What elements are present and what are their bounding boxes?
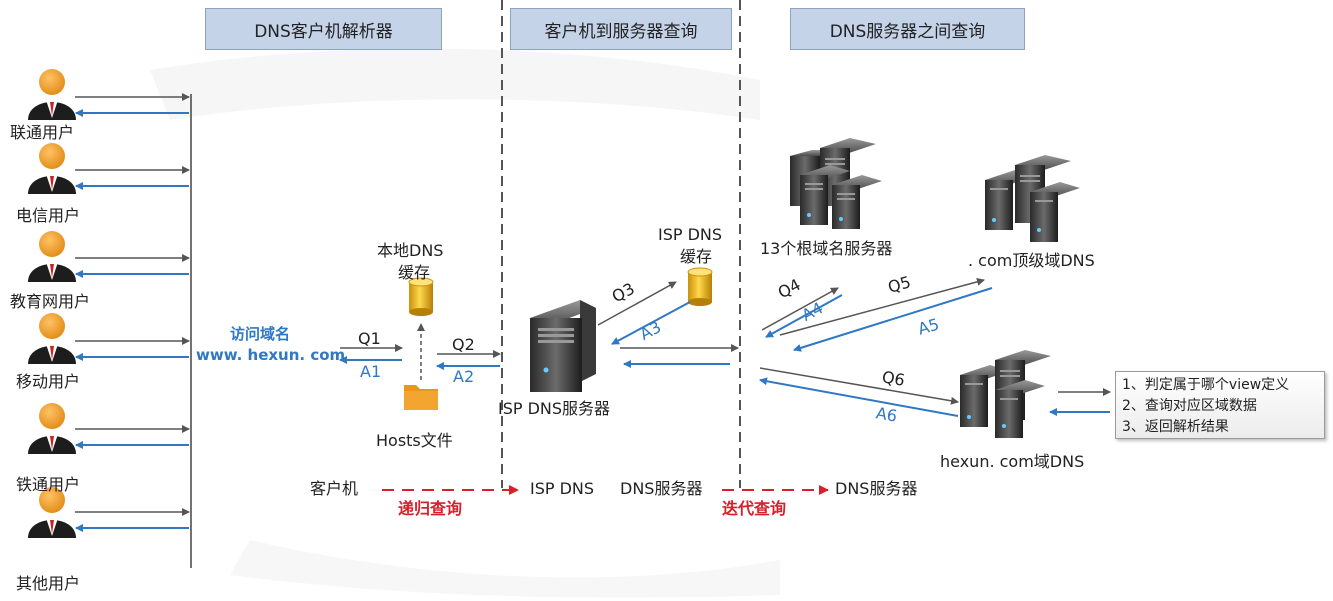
- q3-arrow: [597, 281, 677, 326]
- root-servers-label: 13个根域名服务器: [760, 239, 893, 258]
- resolution-steps-box: 1、判定属于哪个view定义 2、查询对应区域数据 3、返回解析结果: [1115, 371, 1325, 439]
- hosts-folder-icon: [404, 385, 438, 410]
- user-label: 其他用户: [16, 574, 81, 593]
- user-label: 移动用户: [16, 372, 81, 391]
- hexun-servers-icon: [960, 350, 1051, 438]
- local-cache-label-2: 缓存: [398, 263, 431, 282]
- user-label: 铁通用户: [16, 475, 81, 494]
- recursive-query-label: 递归查询: [398, 499, 463, 518]
- isp-dns-server-icon: [530, 300, 596, 392]
- a3-arrow: [611, 301, 691, 345]
- step-item: 1、判定属于哪个view定义: [1122, 377, 1290, 393]
- bottom-dns-server-label-2: DNS服务器: [835, 479, 918, 498]
- a6-arrow: [759, 377, 959, 417]
- tld-servers-icon: [985, 155, 1080, 242]
- tld-dns-label: . com顶级域DNS: [968, 251, 1095, 270]
- user-arrows: [75, 93, 190, 532]
- header-client-resolver: DNS客户机解析器: [205, 8, 442, 50]
- background-swoosh: [150, 48, 780, 598]
- hexun-dns-label: hexun. com域DNS: [940, 452, 1085, 471]
- hosts-file-label: Hosts文件: [376, 431, 453, 450]
- a4-arrow: [765, 294, 843, 338]
- q4-arrow: [761, 287, 839, 331]
- step-item: 2、查询对应区域数据: [1122, 398, 1257, 414]
- iterative-query-label: 迭代查询: [722, 499, 787, 518]
- user-label: 联通用户: [10, 123, 75, 142]
- isp-dns-server-label: ISP DNS服务器: [498, 399, 611, 418]
- local-cache-icon: [408, 277, 434, 316]
- access-domain-label: 访问域名: [230, 325, 291, 343]
- q6-label: Q6: [880, 367, 907, 390]
- isp-cache-label-2: 缓存: [680, 247, 713, 266]
- q6-arrow: [759, 367, 959, 405]
- isp-cache-icon: [687, 267, 713, 306]
- bottom-dns-server-label-1: DNS服务器: [620, 479, 703, 498]
- isp-cache-label: ISP DNS: [658, 225, 723, 244]
- user-label: 教育网用户: [10, 292, 91, 311]
- step-item: 3、返回解析结果: [1122, 419, 1229, 435]
- a2-label: A2: [453, 367, 475, 386]
- user-label: 电信用户: [16, 206, 81, 225]
- header-server-to-server: DNS服务器之间查询: [790, 8, 1025, 50]
- q1-label: Q1: [358, 329, 381, 348]
- a6-label: A6: [874, 403, 899, 426]
- a5-arrow: [793, 287, 993, 352]
- bottom-client-label: 客户机: [310, 479, 359, 498]
- user-avatar-icons: [28, 69, 76, 538]
- domain-label: www. hexun. com: [196, 346, 346, 364]
- q5-arrow: [779, 277, 985, 336]
- header-client-to-server: 客户机到服务器查询: [510, 8, 732, 50]
- local-cache-label: 本地DNS: [377, 241, 444, 260]
- bottom-isp-dns-label: ISP DNS: [530, 479, 595, 498]
- root-servers-icon: [790, 138, 882, 229]
- q2-label: Q2: [452, 335, 475, 354]
- a1-label: A1: [360, 362, 382, 381]
